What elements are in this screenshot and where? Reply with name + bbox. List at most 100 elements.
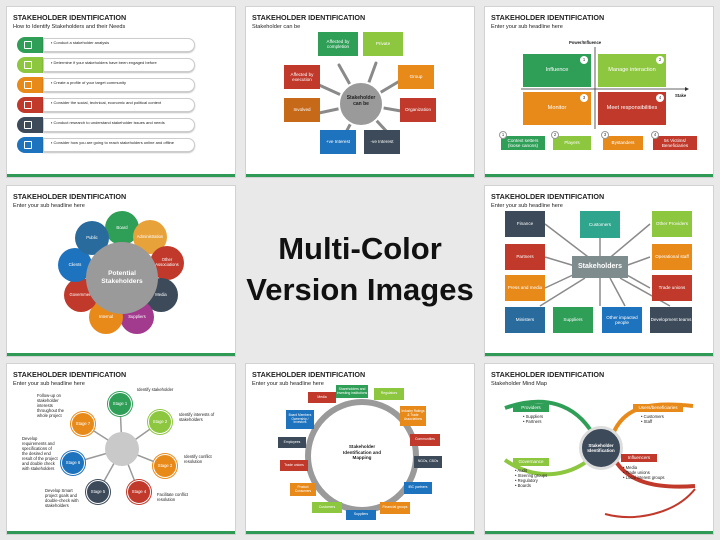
ring-box: Media	[308, 392, 336, 403]
stage-note: Develop Smart project goals and double-c…	[45, 488, 79, 509]
slide-title: STAKEHOLDER IDENTIFICATION	[13, 370, 127, 379]
stakeholder-box: Development teams	[650, 307, 692, 333]
branch-head: Governance	[513, 458, 549, 466]
stakeholder-box: Affected by execution	[284, 65, 320, 89]
legend-number: 1	[499, 131, 507, 139]
legend-box: Context setters (loose canons)	[501, 136, 545, 150]
slide-title: STAKEHOLDER IDENTIFICATION	[491, 13, 605, 22]
list-item: Consider the social, technical, economic…	[17, 97, 195, 113]
stakeholder-box: Customers	[580, 211, 620, 238]
list-item: Conduct research to understand stakehold…	[17, 117, 195, 133]
stage-circle: Stage 6	[61, 451, 85, 475]
thumbnail-slide-3[interactable]: STAKEHOLDER IDENTIFICATION Enter your su…	[484, 6, 714, 178]
thumbnail-slide-1[interactable]: STAKEHOLDER IDENTIFICATION How to Identi…	[6, 6, 236, 178]
stakeholder-box: -ve Interest	[364, 130, 400, 154]
stage-circle: Stage 4	[127, 480, 151, 504]
network-icon	[24, 141, 32, 149]
stakeholder-box: Finance	[505, 211, 545, 237]
slide-subtitle: Enter your sub headline here	[491, 24, 563, 30]
stage-circle: Stage 2	[148, 410, 172, 434]
ring-box: Suppliers	[346, 510, 376, 520]
thumbnail-slide-8[interactable]: STAKEHOLDER IDENTIFICATION Stakeholder M…	[484, 363, 714, 535]
ring-box: Communities	[410, 434, 440, 446]
slide-title: STAKEHOLDER IDENTIFICATION	[13, 192, 127, 201]
thumbnail-slide-5[interactable]: STAKEHOLDER IDENTIFICATION Enter your su…	[484, 185, 714, 357]
network-icon	[24, 61, 32, 69]
legend-box: 5s Victims/ Beneficiaries	[653, 136, 697, 150]
list-item: Determine if your stakeholders have been…	[17, 57, 195, 73]
stakeholder-box: Other impacted people	[602, 307, 642, 333]
slide-title: STAKEHOLDER IDENTIFICATION	[252, 13, 366, 22]
y-axis-label: Power/Influence	[569, 40, 602, 45]
slide-subtitle: Enter your sub headline here	[252, 381, 324, 387]
branch-head: Users/beneficiaries	[633, 404, 683, 412]
stage-note: Follow-up on stakeholder interests throu…	[37, 393, 65, 419]
stakeholder-box: Trade unions	[652, 275, 692, 301]
quadrant-number: 1	[580, 56, 588, 64]
slide-title: STAKEHOLDER IDENTIFICATION	[13, 13, 127, 22]
ring-box: Employees	[278, 437, 306, 448]
arrow-connectors	[317, 61, 403, 138]
quadrant-monitor: Monitor	[523, 92, 591, 125]
ring-box: Shareholders and investing institutions	[336, 385, 368, 398]
quadrant-meet: Meet responsibilities	[598, 92, 666, 125]
stakeholder-box: Ministers	[505, 307, 545, 333]
stage-note: Identify conflict resolution	[184, 454, 212, 465]
legend-box: Players	[553, 136, 591, 150]
slide-subtitle: Stakeholder can be	[252, 24, 301, 30]
branch-head: Providers	[513, 404, 549, 412]
branch-item: • Suppliers• Partners	[523, 414, 544, 425]
thumbnail-slide-7[interactable]: STAKEHOLDER IDENTIFICATION Enter your su…	[245, 363, 475, 535]
stage-note: Facilitate conflict resolution	[157, 492, 188, 503]
quadrant-number: 2	[656, 56, 664, 64]
quadrant-number: 3	[580, 94, 588, 102]
stakeholder-box: +ve Interest	[320, 130, 356, 154]
branch-item: • Audit• Steering groups• Regulatory• Bo…	[515, 468, 548, 489]
slide-title: STAKEHOLDER IDENTIFICATION	[252, 370, 366, 379]
ring-box: Board Members Ownership / Investors	[286, 410, 314, 429]
stakeholder-box: Other Providers	[652, 211, 692, 237]
ring-box: Regulators	[374, 388, 404, 400]
slide-title: STAKEHOLDER IDENTIFICATION	[491, 370, 605, 379]
stakeholder-box: Organization	[400, 98, 436, 122]
stakeholder-box: Involved	[284, 98, 320, 122]
legend-number: 4	[651, 131, 659, 139]
thumbnail-slide-2[interactable]: STAKEHOLDER IDENTIFICATION Stakeholder c…	[245, 6, 475, 178]
stakeholder-box: Group	[398, 65, 434, 89]
page-heading: Multi-Color Version Images	[246, 231, 474, 307]
legend-number: 3	[601, 131, 609, 139]
stakeholder-box: Operational staff	[652, 244, 692, 270]
branch-item: • Media• Trade unions• Local interest gr…	[623, 465, 665, 481]
network-icon	[24, 41, 32, 49]
thumbnail-slide-4[interactable]: STAKEHOLDER IDENTIFICATION Enter your su…	[6, 185, 236, 357]
slide-subtitle: Enter your sub headline here	[13, 203, 85, 209]
ring-box: Industry Ratings & Trade Associations	[400, 406, 426, 426]
legend-number: 2	[551, 131, 559, 139]
ring-box: Financial groups	[380, 502, 410, 514]
x-axis-label: Stake	[675, 93, 687, 98]
thumbnail-slide-6[interactable]: STAKEHOLDER IDENTIFICATION Enter your su…	[6, 363, 236, 535]
slide-subtitle: Enter your sub headline here	[13, 381, 85, 387]
ring-box: IBC partners	[404, 482, 432, 494]
stage-circle: Stage 7	[71, 412, 95, 436]
network-icon	[24, 121, 32, 129]
ring-box: Customers	[312, 502, 342, 513]
stakeholder-box: Press and media	[505, 275, 545, 301]
stakeholder-box: Partners	[505, 244, 545, 270]
stakeholder-box: Affected by completion	[318, 32, 358, 56]
legend-box: Bystanders	[603, 136, 643, 150]
quadrant-manage: Manage interaction	[598, 54, 666, 87]
stakeholder-box: Suppliers	[553, 307, 593, 333]
branch-head: Influencers	[621, 454, 657, 462]
ring-box: Product Consumers	[290, 483, 316, 496]
stage-note: Identify stakeholder	[137, 387, 174, 392]
slide-title: STAKEHOLDER IDENTIFICATION	[491, 192, 605, 201]
stakeholders-hub: Stakeholders	[572, 256, 628, 278]
ring-box: NGOs, CBOs	[414, 456, 442, 468]
stakeholder-box: Private	[363, 32, 403, 56]
list-item: Create a profile of your target communit…	[17, 77, 195, 93]
